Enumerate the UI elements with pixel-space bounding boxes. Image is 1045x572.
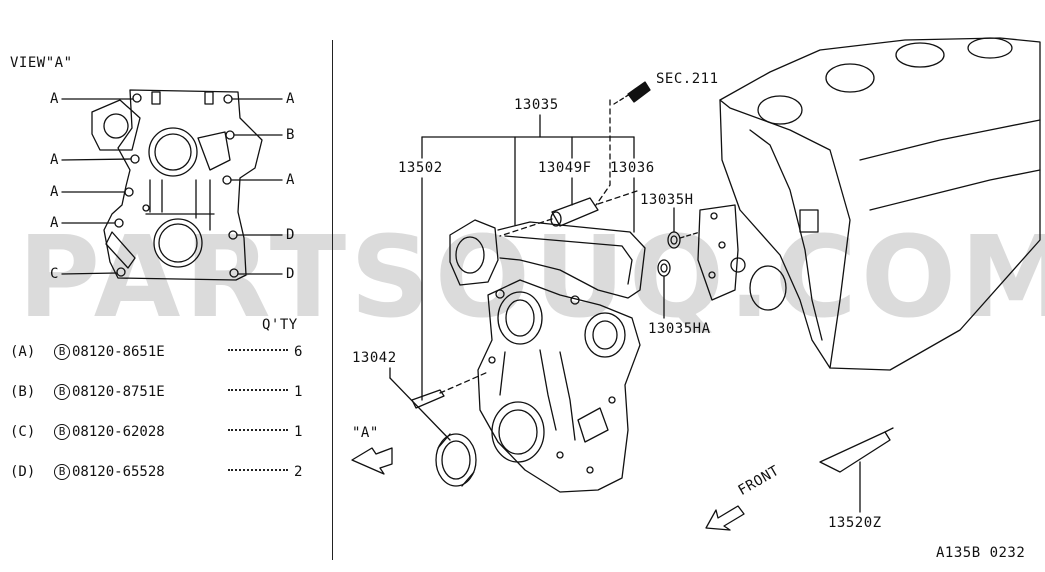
bolt-symbol-icon: B: [54, 464, 70, 480]
bolt-qty: 1: [294, 384, 303, 400]
callout-c: C: [50, 266, 59, 282]
engine-block-drawing: [697, 37, 1041, 371]
bolt-tag: (C): [10, 424, 36, 440]
leader-dots: [228, 349, 288, 351]
bolt-tag: (B): [10, 384, 36, 400]
bolt-symbol-icon: B: [54, 424, 70, 440]
part-label-13035[interactable]: 13035: [514, 97, 559, 113]
part-label-13502[interactable]: 13502: [398, 160, 443, 176]
bolt-qty: 2: [294, 464, 303, 480]
bolt-symbol-icon: B: [54, 384, 70, 400]
callout-b: B: [286, 127, 295, 143]
section-ref-label[interactable]: SEC.211: [656, 71, 719, 87]
part-label-13049f[interactable]: 13049F: [538, 160, 592, 176]
panel-divider: [332, 40, 333, 560]
part-label-13035ha[interactable]: 13035HA: [648, 321, 711, 337]
bolt-part-number: 08120-62028: [72, 424, 165, 440]
callout-a: A: [286, 172, 295, 188]
view-a-arrow-icon: [351, 447, 393, 475]
part-label-13520z[interactable]: 13520Z: [828, 515, 882, 531]
leader-dots: [228, 429, 288, 431]
callout-a: A: [50, 91, 59, 107]
qty-header: Q'TY: [262, 317, 298, 333]
part-label-13036[interactable]: 13036: [610, 160, 655, 176]
bolt-tag: (A): [10, 344, 36, 360]
bolt-tag: (D): [10, 464, 36, 480]
callout-d: D: [286, 227, 295, 243]
bolt-qty: 1: [294, 424, 303, 440]
callout-leaders: [389, 114, 861, 513]
callout-a: A: [50, 215, 59, 231]
callout-a: A: [50, 152, 59, 168]
leader-dots: [228, 469, 288, 471]
part-label-13042[interactable]: 13042: [352, 350, 397, 366]
part-label-13035h[interactable]: 13035H: [640, 192, 694, 208]
view-a-marker: "A": [352, 425, 379, 441]
bolt-symbol-icon: B: [54, 344, 70, 360]
front-arrow-icon: [705, 505, 745, 531]
bolt-part-number: 08120-8751E: [72, 384, 165, 400]
front-cover-drawing: [411, 81, 894, 493]
bolt-part-number: 08120-8651E: [72, 344, 165, 360]
bolt-qty: 6: [294, 344, 303, 360]
view-a-cover-drawing: [61, 89, 283, 281]
callout-d: D: [286, 266, 295, 282]
diagram-code: A135B 0232: [936, 545, 1026, 561]
leader-dots: [228, 389, 288, 391]
bolt-part-number: 08120-65528: [72, 464, 165, 480]
callout-a: A: [50, 184, 59, 200]
callout-a: A: [286, 91, 295, 107]
view-title: VIEW"A": [10, 55, 73, 71]
